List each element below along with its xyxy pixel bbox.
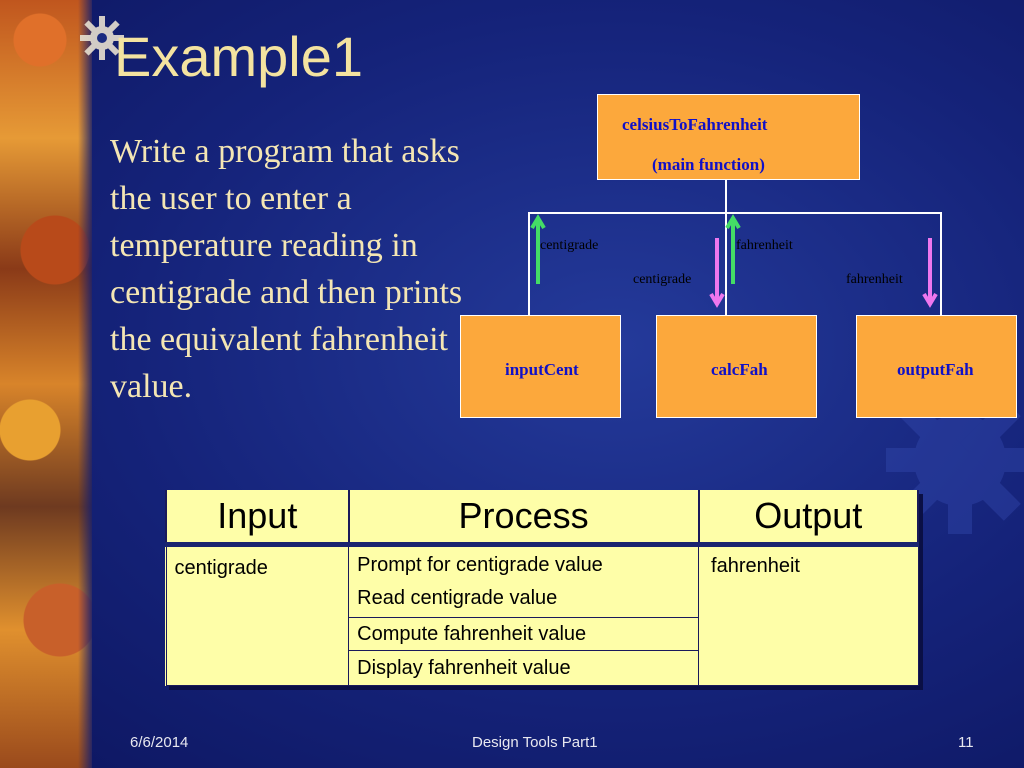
process-step-read: Read centigrade value <box>357 587 558 609</box>
footer-title: Design Tools Part1 <box>472 734 598 751</box>
header-process: Process <box>347 490 700 547</box>
input-cent-label: inputCent <box>505 360 579 379</box>
slide-title: Example1 <box>114 25 364 88</box>
input-cent-box: inputCent <box>460 315 621 418</box>
arrow-up-input <box>530 214 546 284</box>
input-cell: centigrade <box>165 544 350 686</box>
header-input: Input <box>165 490 350 547</box>
process-step-prompt: Prompt for centigrade value <box>357 554 603 576</box>
table-header-row: Input Process Output <box>165 490 920 547</box>
main-box-line2: (main function) <box>652 155 765 174</box>
flow-label-calc-down: centigrade <box>633 272 692 287</box>
table-row: Compute fahrenheit value <box>166 617 918 651</box>
calc-fah-label: calcFah <box>711 360 768 379</box>
flow-label-calc-up: fahrenheit <box>736 238 793 253</box>
flow-label-output-down: fahrenheit <box>846 272 903 287</box>
header-output: Output <box>697 490 920 547</box>
output-fah-box: outputFah <box>856 315 1017 418</box>
decorative-gear-strip <box>0 0 92 768</box>
table-row: Display fahrenheit value <box>166 650 918 686</box>
slide-body-text: Write a program that asks the user to en… <box>110 133 463 405</box>
ipo-table: Input Process Output centigrade Prompt f… <box>165 490 920 686</box>
table-row: centigrade Prompt for centigrade value R… <box>165 544 919 686</box>
flow-label-input-up: centigrade <box>540 238 599 253</box>
calc-fah-box: calcFah <box>656 315 817 418</box>
arrow-up-calc <box>725 214 741 284</box>
footer-page-number: 11 <box>958 734 974 751</box>
arrow-down-calc <box>709 238 725 308</box>
main-function-box: celsiusToFahrenheit (main function) <box>597 94 860 180</box>
arrow-down-output <box>922 238 938 308</box>
main-box-line1: celsiusToFahrenheit <box>622 115 768 134</box>
process-step-compute: Compute fahrenheit value <box>348 617 700 651</box>
process-step-display: Display fahrenheit value <box>348 650 700 686</box>
gear-icon <box>80 16 124 60</box>
footer-date: 6/6/2014 <box>130 734 189 751</box>
process-cell-prompt-read: Prompt for centigrade value Read centigr… <box>348 544 700 618</box>
output-cell: fahrenheit <box>698 544 919 686</box>
output-fah-label: outputFah <box>897 360 974 379</box>
